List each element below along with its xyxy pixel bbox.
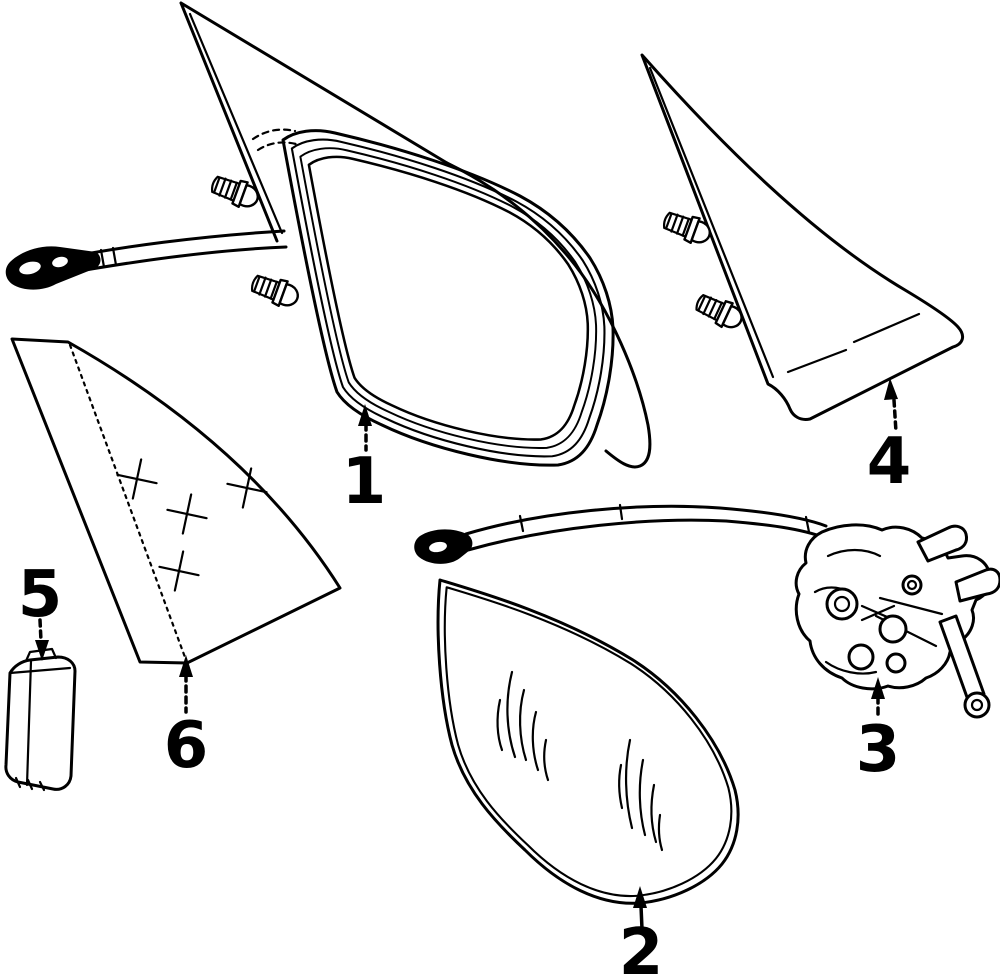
- corner-cover-inner-edge: [648, 66, 775, 379]
- mirror-glass-outline: [436, 578, 740, 905]
- alignment-crosses: [116, 458, 268, 592]
- screw-icon: [659, 206, 715, 250]
- motor-stud-upper: [916, 524, 968, 563]
- corner-cover-outline: [640, 53, 965, 421]
- sail-panel-outline: [179, 1, 449, 243]
- corner-glass-outline: [10, 337, 342, 665]
- screw-icon: [691, 288, 748, 335]
- callout-4-label[interactable]: 4: [867, 425, 912, 499]
- callout-5-label[interactable]: 5: [18, 558, 63, 632]
- mirror-frame-rings: [281, 129, 615, 467]
- callout-2-leader: [639, 904, 644, 931]
- callout-4-arrowhead: [884, 378, 898, 400]
- corner-cover-drawing: [640, 53, 965, 421]
- clip-box-drawing: [4, 647, 77, 792]
- screw-icon: [247, 269, 303, 313]
- mirror-motor-drawing: [414, 503, 1000, 719]
- callout-5-arrowhead: [35, 640, 49, 661]
- mirror-glass-drawing: [436, 578, 740, 905]
- mirror-assembly-drawing: [5, 1, 652, 469]
- callout-6-label[interactable]: 6: [164, 709, 209, 783]
- harness-connector: [5, 246, 101, 290]
- callout-4[interactable]: 4: [867, 378, 912, 499]
- callout-2[interactable]: 2: [619, 886, 664, 976]
- callout-1[interactable]: 1: [342, 404, 387, 519]
- callout-6[interactable]: 6: [164, 655, 209, 783]
- corner-cover-crease: [786, 312, 921, 374]
- corner-glass-edge-dotted: [68, 343, 188, 662]
- harness-ferrule: [99, 246, 118, 269]
- motor-cable: [464, 504, 832, 552]
- callout-2-label[interactable]: 2: [619, 916, 664, 976]
- callout-1-label[interactable]: 1: [342, 445, 387, 519]
- callout-6-arrowhead: [179, 655, 193, 677]
- motor-cable-connector: [414, 529, 473, 564]
- callout-3[interactable]: 3: [856, 677, 901, 787]
- callout-5[interactable]: 5: [18, 558, 63, 661]
- clip-box-crease: [25, 659, 33, 787]
- callout-5-leader: [38, 618, 43, 643]
- sail-panel-inner-edge: [188, 12, 284, 235]
- clip-box-hatch: [14, 776, 46, 792]
- screw-icon: [207, 170, 263, 214]
- callout-1-arrowhead: [358, 404, 372, 426]
- motor-body: [794, 523, 1000, 719]
- callout-2-arrowhead: [633, 886, 647, 908]
- fold-marks: [251, 128, 298, 152]
- mirror-glass-inner-line: [443, 586, 733, 898]
- callout-4-leader: [892, 398, 898, 434]
- motor-cable-ticks: [518, 503, 811, 534]
- housing-shell: [445, 161, 652, 469]
- glass-reflection-marks: [496, 670, 664, 852]
- callout-3-label[interactable]: 3: [856, 713, 901, 787]
- callout-3-arrowhead: [871, 677, 885, 699]
- clip-box-outline: [4, 655, 77, 791]
- corner-glass-drawing: [10, 337, 342, 665]
